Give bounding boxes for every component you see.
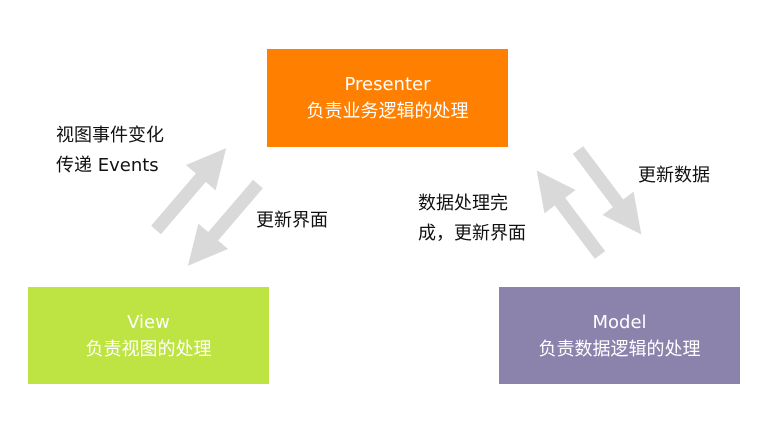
model-subtitle: 负责数据逻辑的处理 [538, 338, 701, 360]
update-data-label: 更新数据 [638, 165, 710, 186]
view-box: View 负责视图的处理 [28, 287, 269, 384]
view-events-line2: 传递 Events [56, 155, 159, 176]
arrow-presenter-to-model [572, 146, 642, 235]
view-title: View [127, 311, 170, 333]
model-title: Model [592, 311, 647, 333]
presenter-subtitle: 负责业务逻辑的处理 [306, 101, 469, 122]
presenter-box: Presenter 负责业务逻辑的处理 [267, 49, 508, 147]
model-box: Model 负责数据逻辑的处理 [499, 287, 740, 384]
presenter-title: Presenter [344, 74, 431, 95]
data-done-label: 数据处理完 成，更新界面 [418, 189, 526, 249]
view-events-label: 视图事件变化 传递 Events [56, 121, 164, 181]
arrow-view-to-presenter [151, 148, 227, 235]
arrow-model-to-presenter [536, 170, 606, 259]
arrow-presenter-to-view [187, 179, 263, 266]
view-events-line1: 视图事件变化 [56, 125, 164, 146]
view-subtitle: 负责视图的处理 [85, 338, 212, 360]
data-done-line1: 数据处理完 [418, 193, 508, 214]
data-done-line2: 成，更新界面 [418, 223, 526, 244]
update-view-label: 更新界面 [256, 210, 328, 231]
